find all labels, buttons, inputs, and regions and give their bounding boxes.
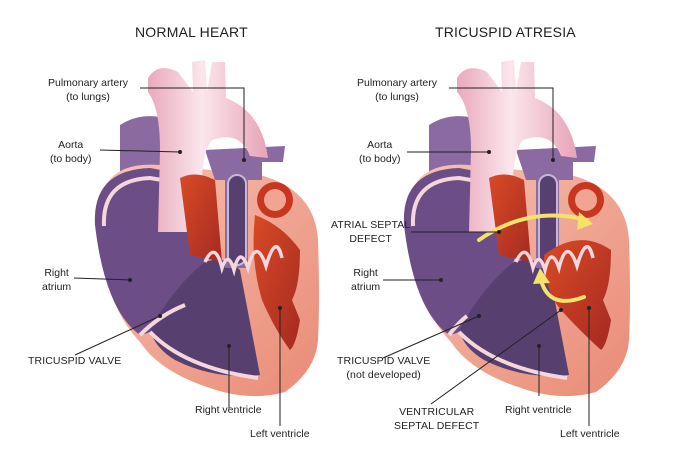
label-tricuspid-valve: TRICUSPID VALVE(not developed) xyxy=(337,355,431,381)
label-tricuspid-valve: TRICUSPID VALVE xyxy=(28,355,122,367)
label-right-ventricle: Right ventricle xyxy=(195,404,262,416)
label-aorta: Aorta(to body) xyxy=(50,139,92,165)
right-ventricle xyxy=(150,259,260,376)
left-heart-oxygenated xyxy=(489,174,531,262)
label-pulmonary-artery: Pulmonary artery(to lungs) xyxy=(357,77,437,103)
label-aorta: Aorta(to body) xyxy=(359,139,401,165)
panel-title: NORMAL HEART xyxy=(135,24,248,40)
aorta xyxy=(148,60,268,232)
label-left-ventricle: Left ventricle xyxy=(250,428,310,440)
left-ventricle xyxy=(253,215,300,350)
flow-arrow-atrial xyxy=(477,213,589,242)
label-right-ventricle: Right ventricle xyxy=(505,404,572,416)
panel-tricuspid-atresia: TRICUSPID ATRESIA xyxy=(331,0,678,452)
arrow-head-ventricular xyxy=(533,268,550,284)
left-heart-oxygenated xyxy=(180,174,222,262)
panel-title: TRICUSPID ATRESIA xyxy=(435,24,576,40)
panel-normal-heart: NORMAL HEART xyxy=(28,24,319,440)
right-ventricle xyxy=(459,259,569,376)
flow-arrow-ventricular xyxy=(539,278,586,303)
arrow-head-atrial xyxy=(577,212,593,230)
tricuspid-valve-undeveloped xyxy=(447,314,469,337)
tricuspid-atresia-illustration xyxy=(382,60,630,426)
label-pulmonary-artery: Pulmonary artery(to lungs) xyxy=(48,77,128,103)
aorta xyxy=(457,60,577,232)
normal-heart-illustration xyxy=(73,60,319,426)
label-left-ventricle: Left ventricle xyxy=(560,428,620,440)
